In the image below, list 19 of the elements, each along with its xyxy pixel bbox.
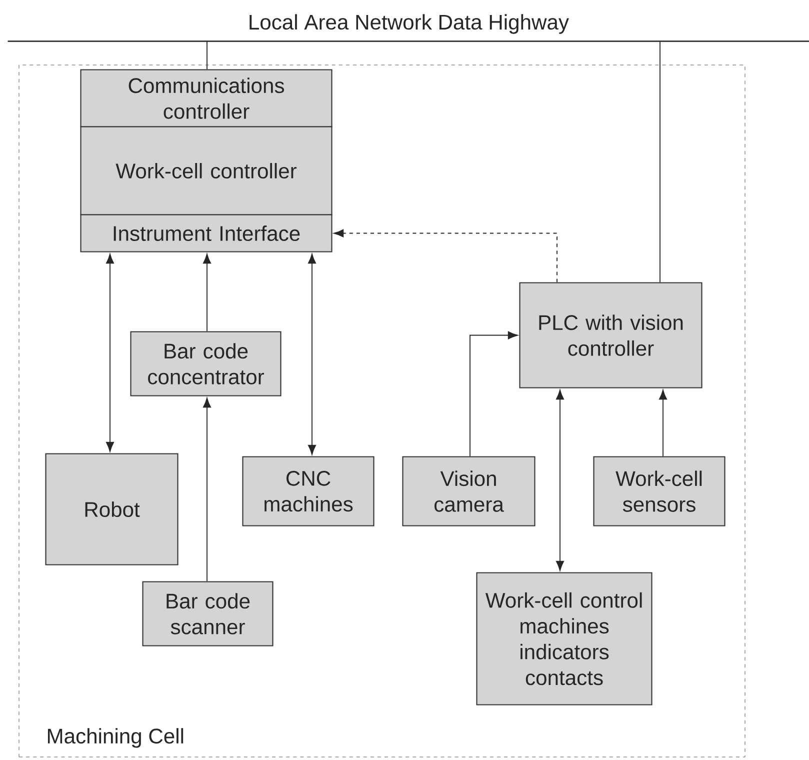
block-box: CNC machines [242,456,374,526]
block-box: Bar code scanner [142,581,274,646]
block-box: Bar code concentrator [130,331,282,396]
connector-arrow [106,254,114,452]
connector-arrow [308,254,316,455]
block-box: Work-cell sensors [593,456,726,526]
network-bus: Local Area Network Data Highway [8,14,809,42]
block-box: Robot [45,453,178,566]
connector-arrow [659,390,667,457]
connector-arrow [470,331,518,457]
connector-arrow [203,254,211,332]
block-box: Instrument Interface [80,214,332,252]
connector-arrow [203,398,211,582]
connector-arrow [334,229,558,283]
block-box: Vision camera [402,456,536,526]
block-box: Communications controller [80,69,332,128]
block-box: PLC with vision controller [519,282,702,388]
block-box: Work-cell control machines indicators contacts [476,572,652,706]
connector-arrow [556,390,564,571]
